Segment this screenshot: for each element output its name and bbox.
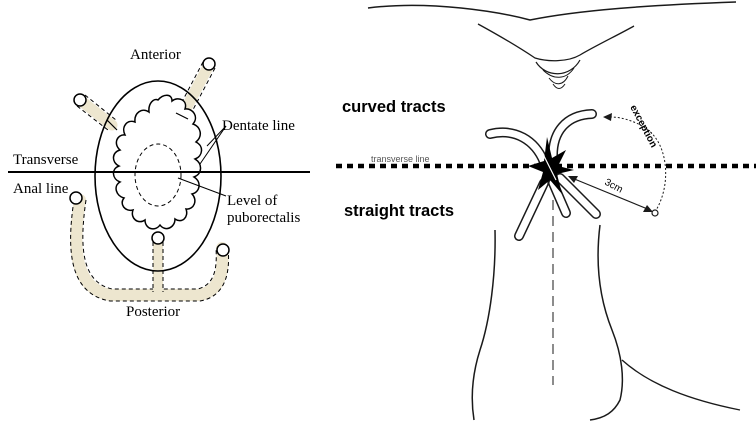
external-opening-icon (651, 209, 659, 217)
label-straight-tracts: straight tracts (344, 202, 454, 220)
label-exception: exception (627, 103, 659, 149)
left-buttock-outline (471, 229, 496, 421)
label-transverse: Transverse (13, 152, 79, 168)
curved-tract-right (547, 109, 597, 163)
label-distance: 3cm (603, 177, 625, 196)
label-anterior: Anterior (130, 47, 181, 63)
straight-tract-lower-mid (548, 178, 571, 218)
anterior-left-tract (73, 93, 118, 131)
puborectalis-ring (134, 143, 182, 207)
label-dentate-line: Dentate line (222, 118, 295, 134)
label-level-of: Level of (227, 193, 277, 209)
label-puborectalis: puborectalis (227, 210, 300, 226)
posterior-midline-tract (152, 240, 164, 292)
exception-arrow (604, 116, 667, 213)
left-anal-diagram: Anterior Dentate line Transverse Anal li… (8, 47, 310, 320)
posterior-left-opening-icon (69, 191, 83, 205)
puborectalis-leader (177, 177, 227, 197)
right-buttock-outline (589, 224, 624, 421)
straight-tract-lower-right (555, 173, 601, 219)
label-transverse-line: transverse line (371, 154, 430, 164)
distance-arrow (571, 177, 651, 211)
dentate-leader-1 (206, 125, 227, 147)
posterior-right-opening-icon (216, 243, 230, 257)
straight-tract-lower-left (514, 178, 549, 241)
anterior-right-opening-icon (202, 57, 216, 71)
anal-canal-outline (94, 80, 222, 272)
label-curved-tracts: curved tracts (342, 98, 446, 116)
curved-tract-left (485, 127, 549, 167)
label-posterior: Posterior (126, 304, 180, 320)
right-goodsall-diagram: curved tracts transverse line straight t… (336, 1, 756, 421)
label-anal-line: Anal line (13, 181, 69, 197)
anus-star-icon (528, 137, 574, 194)
dentate-leader-2 (199, 125, 227, 165)
posterior-midline-opening-icon (151, 231, 165, 245)
posterior-horseshoe-tract (69, 191, 230, 302)
dentate-line-shape (112, 94, 203, 230)
buttocks-upper-outline (367, 1, 737, 21)
genital-outline (477, 23, 635, 62)
anterior-left-opening-icon (73, 93, 87, 107)
